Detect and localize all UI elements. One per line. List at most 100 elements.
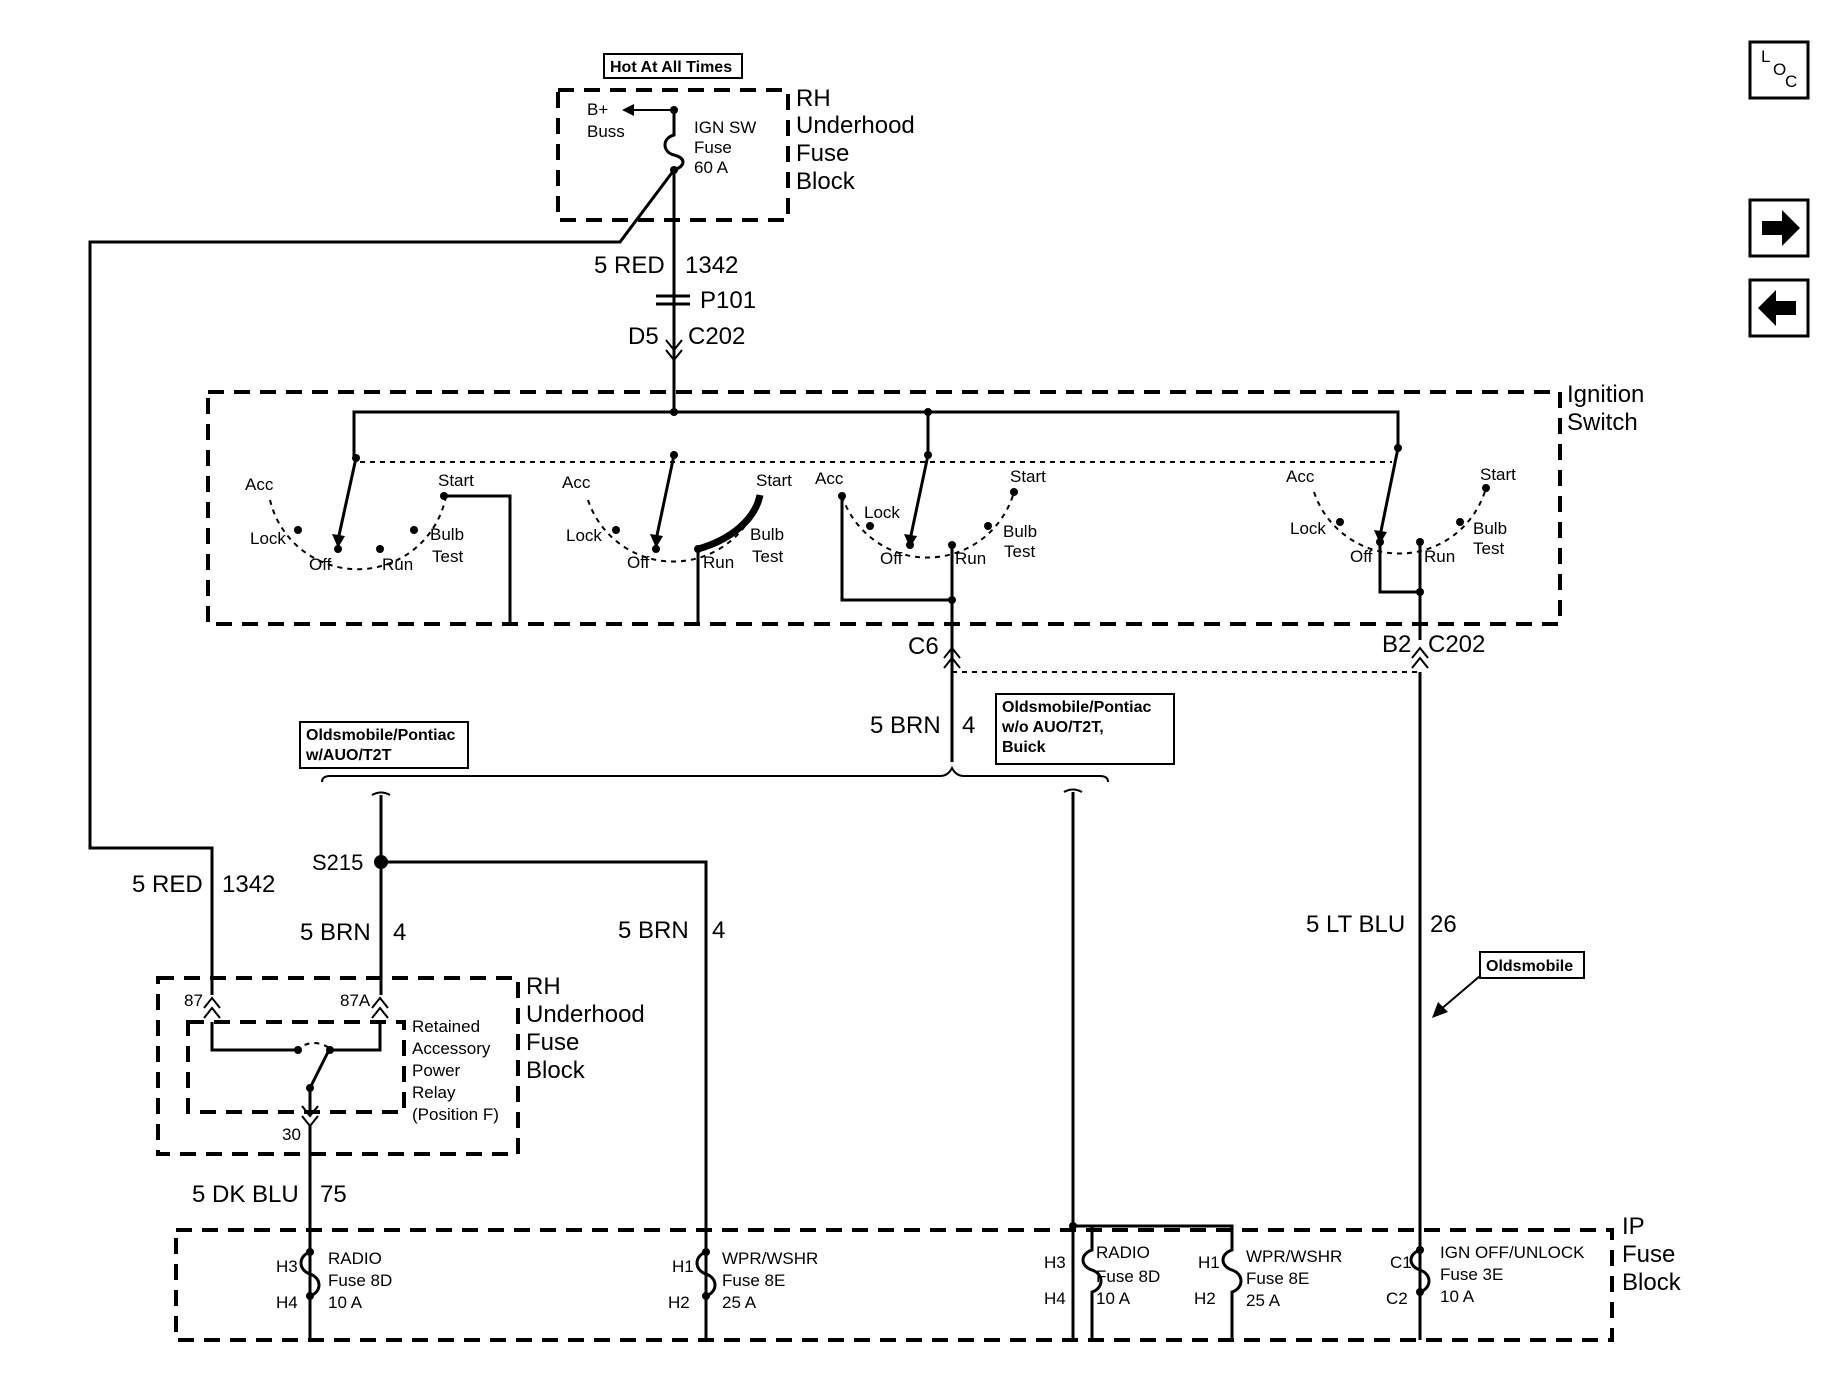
hot-at-all-times-box — [603, 53, 743, 79]
svg-text:Bulb: Bulb — [1473, 519, 1507, 538]
svg-text:Block: Block — [526, 1057, 586, 1084]
svg-text:Test: Test — [752, 547, 783, 566]
ignition-switch-title-2: Switch — [1567, 409, 1638, 436]
svg-text:Retained: Retained — [412, 1017, 480, 1036]
svg-text:H2: H2 — [668, 1293, 690, 1312]
loc-o: O — [1773, 60, 1786, 79]
wire-5red-left: 5 RED — [132, 871, 203, 898]
loc-button[interactable]: L O C — [1748, 40, 1810, 100]
relay-block-title: RH Underhood Fuse Block — [526, 973, 645, 1084]
svg-text:Bulb: Bulb — [1003, 522, 1037, 541]
ign-sw-fuse-amp: 60 A — [694, 158, 729, 177]
arrow-left-icon — [1758, 290, 1796, 326]
circuit-4-mid: 4 — [712, 917, 725, 944]
svg-text:Underhood: Underhood — [796, 112, 915, 139]
svg-text:Test: Test — [1004, 542, 1035, 561]
svg-text:Oldsmobile: Oldsmobile — [1486, 958, 1573, 975]
svg-text:Run: Run — [1424, 547, 1455, 566]
svg-text:(Position F): (Position F) — [412, 1105, 499, 1124]
circuit-26: 26 — [1430, 911, 1457, 938]
pin-d5: D5 — [628, 323, 659, 350]
svg-text:H3: H3 — [1044, 1253, 1066, 1272]
connector-p101: P101 — [700, 287, 756, 314]
svg-text:Fuse 8D: Fuse 8D — [328, 1271, 392, 1290]
ign-sw-fuse-label: IGN SW — [694, 118, 756, 137]
svg-text:Off: Off — [1350, 547, 1373, 566]
wire-5brn-relay: 5 BRN — [300, 919, 371, 946]
bbuss-label-2: Buss — [587, 122, 625, 141]
svg-text:IGN OFF/UNLOCK: IGN OFF/UNLOCK — [1440, 1243, 1585, 1262]
svg-text:25 A: 25 A — [1246, 1291, 1281, 1310]
ip-fuse-ign-off: C1 C2 IGN OFF/UNLOCK Fuse 3E 10 A — [1386, 1243, 1585, 1308]
ignition-switch-outline — [206, 390, 1562, 626]
ip-block-title: IP — [1622, 1213, 1645, 1240]
svg-text:Buick: Buick — [1002, 739, 1046, 756]
svg-text:Power: Power — [412, 1061, 461, 1080]
svg-text:Lock: Lock — [1290, 519, 1326, 538]
svg-text:Oldsmobile/Pontiac: Oldsmobile/Pontiac — [1002, 699, 1151, 716]
svg-text:H1: H1 — [1198, 1253, 1220, 1272]
svg-text:RADIO: RADIO — [328, 1249, 382, 1268]
svg-text:H1: H1 — [672, 1257, 694, 1276]
ip-fuse-wpr-1: H1 H2 WPR/WSHR Fuse 8E 25 A — [668, 1248, 818, 1312]
svg-text:Start: Start — [756, 471, 792, 490]
option-box-left — [299, 721, 469, 769]
relay-inner-outline — [186, 1020, 406, 1114]
svg-text:10 A: 10 A — [1440, 1287, 1475, 1306]
arrow-right-icon — [1762, 210, 1800, 246]
circuit-1342-left: 1342 — [222, 871, 275, 898]
next-page-button[interactable] — [1748, 198, 1810, 258]
wire-5brn-mid: 5 BRN — [618, 917, 689, 944]
oldsmobile-box — [1479, 951, 1585, 979]
svg-text:WPR/WSHR: WPR/WSHR — [1246, 1247, 1342, 1266]
svg-text:Fuse 8E: Fuse 8E — [1246, 1269, 1309, 1288]
prev-page-button[interactable] — [1748, 278, 1810, 338]
svg-text:Acc: Acc — [1286, 467, 1315, 486]
switch-section-2: Acc Lock Off Run Start Bulb Test — [562, 451, 792, 622]
svg-text:Run: Run — [955, 549, 986, 568]
svg-text:10 A: 10 A — [1096, 1289, 1131, 1308]
svg-text:C2: C2 — [1386, 1289, 1408, 1308]
svg-text:H3: H3 — [276, 1257, 298, 1276]
svg-text:Fuse 3E: Fuse 3E — [1440, 1265, 1503, 1284]
ip-fuse-radio-2: H3 H4 RADIO Fuse 8D 10 A — [1044, 1222, 1160, 1340]
svg-text:Test: Test — [432, 547, 463, 566]
top-fuse-block-title: RH Underhood Fuse Block — [796, 85, 915, 195]
ip-block-title-3: Block — [1622, 1269, 1682, 1296]
pin-b2: B2 — [1382, 631, 1411, 658]
svg-text:Acc: Acc — [562, 473, 591, 492]
svg-text:Start: Start — [1480, 465, 1516, 484]
svg-text:Start: Start — [438, 471, 474, 490]
svg-text:Fuse: Fuse — [796, 140, 849, 167]
svg-text:Run: Run — [382, 555, 413, 574]
pin-30: 30 — [282, 1125, 301, 1144]
ip-fuse-wpr-2: H1 H2 WPR/WSHR Fuse 8E 25 A — [1092, 1224, 1342, 1340]
circuit-75: 75 — [320, 1181, 347, 1208]
svg-text:Bulb: Bulb — [430, 525, 464, 544]
circuit-4-relay: 4 — [393, 919, 406, 946]
ip-fuse-radio-1: H3 H4 RADIO Fuse 8D 10 A — [276, 1248, 392, 1312]
circuit-1342-top: 1342 — [685, 252, 738, 279]
svg-text:Relay: Relay — [412, 1083, 456, 1102]
svg-text:Lock: Lock — [864, 503, 900, 522]
pin-87: 87 — [184, 991, 203, 1010]
svg-text:C1: C1 — [1390, 1253, 1412, 1272]
svg-text:H4: H4 — [1044, 1289, 1066, 1308]
option-box-right — [995, 693, 1175, 765]
svg-text:w/AUO/T2T: w/AUO/T2T — [305, 747, 392, 764]
connector-c202-right: C202 — [1428, 631, 1485, 658]
svg-text:Start: Start — [1010, 467, 1046, 486]
ip-block-title-2: Fuse — [1622, 1241, 1675, 1268]
relay-fuse-block-outline — [156, 976, 520, 1156]
svg-text:Off: Off — [880, 549, 903, 568]
svg-text:Acc: Acc — [815, 469, 844, 488]
svg-text:Oldsmobile/Pontiac: Oldsmobile/Pontiac — [306, 727, 455, 744]
wire-5dkblu: 5 DK BLU — [192, 1181, 299, 1208]
svg-text:Off: Off — [309, 555, 332, 574]
relay-switch-symbol — [203, 996, 389, 1128]
ignition-switch-title: Ignition — [1567, 381, 1644, 408]
svg-text:Bulb: Bulb — [750, 525, 784, 544]
loc-c: C — [1785, 72, 1797, 91]
loc-l: L — [1761, 47, 1770, 66]
